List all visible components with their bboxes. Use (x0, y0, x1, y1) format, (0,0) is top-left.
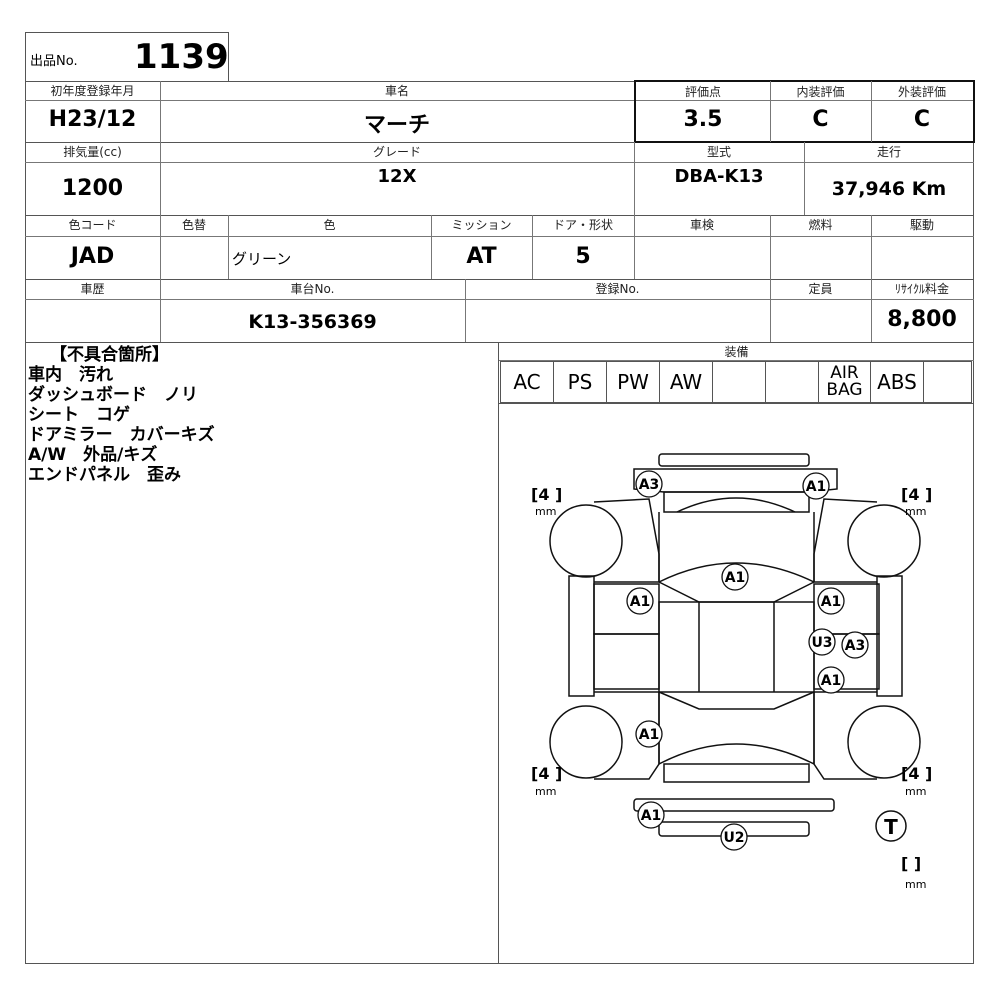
equip-blank (766, 362, 819, 402)
equip-abs: ABS (871, 362, 924, 402)
displacement-label: 排気量(cc) (63, 145, 122, 159)
tire-depth-fl: [4 ] (531, 485, 562, 504)
exterior-label: 外装評価 (897, 85, 946, 99)
unit-fl: mm (535, 505, 556, 518)
exterior-value: C (913, 107, 931, 132)
damage-mark: U2 (723, 830, 744, 846)
car-name-label: 車名 (384, 84, 409, 98)
damage-mark: U3 (811, 635, 832, 651)
car-name-value: マーチ (363, 113, 430, 138)
fuel-label: 燃料 (808, 218, 833, 232)
damage-mark: A3 (639, 477, 660, 493)
color-value: グリーン (232, 250, 292, 268)
defect-line: A/W 外品/キズ (28, 445, 158, 465)
door-label: ドア・形状 (552, 218, 613, 232)
equip-ac: AC (501, 362, 554, 402)
displacement-value: 1200 (61, 176, 124, 201)
color-label: 色 (323, 218, 336, 232)
interior-label: 内装評価 (796, 85, 845, 99)
equip-ps: PS (554, 362, 607, 402)
score-label: 評価点 (684, 85, 721, 99)
defect-line: シート コゲ (28, 405, 130, 425)
mission-value: AT (466, 244, 497, 269)
damage-mark: A1 (806, 479, 827, 495)
recycle-value: 8,800 (887, 307, 957, 332)
unit-spare: mm (905, 878, 926, 891)
door-value: 5 (575, 244, 591, 269)
defects-title: 【不具合箇所】 (50, 345, 169, 365)
history-label: 車歴 (80, 282, 105, 296)
car-diagram: [4 ] [4 ] [4 ] [4 ] [ ] mm mm mm mm mm T… (531, 453, 932, 891)
chassis-value: K13-356369 (248, 311, 377, 333)
reg-year-label: 初年度登録年月 (50, 84, 135, 98)
damage-mark: A1 (821, 673, 842, 689)
recycle-label: ﾘｻｲｸﾙ料金 (894, 282, 949, 296)
grade-label: グレード (372, 145, 421, 159)
score-value: 3.5 (683, 107, 723, 132)
mileage-label: 走行 (876, 145, 901, 159)
grade-value: 12X (377, 166, 417, 187)
unit-rl: mm (535, 785, 556, 798)
defect-line: ドアミラー カバーキズ (28, 425, 215, 445)
color-code-value: JAD (70, 244, 115, 269)
unit-rr: mm (905, 785, 926, 798)
tire-depth-rr: [4 ] (901, 764, 932, 783)
damage-mark: A1 (821, 594, 842, 610)
drive-label: 駆動 (909, 218, 934, 232)
tire-depth-fr: [4 ] (901, 485, 932, 504)
equip-blank (713, 362, 766, 402)
defect-line: エンドパネル 歪み (28, 465, 181, 485)
spare-tire-mark: T (884, 815, 898, 839)
damage-mark: A1 (639, 727, 660, 743)
lot-label: 出品No. (30, 54, 78, 69)
interior-value: C (812, 107, 829, 132)
damage-mark: A1 (630, 594, 651, 610)
lot-number: 1139 (134, 37, 229, 77)
damage-mark: A3 (845, 638, 866, 654)
color-code-label: 色コード (68, 218, 117, 232)
tire-depth-rl: [4 ] (531, 764, 562, 783)
model-label: 型式 (706, 145, 731, 159)
equip-blank (924, 362, 971, 402)
defect-line: ダッシュボード ノリ (28, 385, 198, 405)
capacity-label: 定員 (808, 282, 833, 296)
lot-box: 出品No. 1139 (25, 32, 229, 82)
damage-mark: A1 (641, 808, 662, 824)
equip-aw: AW (660, 362, 713, 402)
equipment-label: 装備 (724, 345, 749, 359)
unit-fr: mm (905, 505, 926, 518)
damage-mark: A1 (725, 570, 746, 586)
defect-line: 車内 汚れ (28, 365, 113, 385)
sheet-border (25, 81, 974, 964)
reg-year-value: H23/12 (48, 107, 137, 132)
model-value: DBA-K13 (674, 166, 764, 187)
inspection-label: 車検 (689, 218, 714, 232)
tire-depth-spare: [ ] (901, 854, 921, 873)
registration-label: 登録No. (595, 282, 640, 296)
repaint-label: 色替 (181, 218, 206, 232)
mileage-value: 37,946 Km (831, 178, 947, 200)
defects-section: 【不具合箇所】 車内 汚れ ダッシュボード ノリ シート コゲ ドアミラー カバ… (28, 345, 493, 485)
chassis-label: 車台No. (290, 282, 335, 296)
equip-pw: PW (607, 362, 660, 402)
mission-label: ミッション (451, 218, 512, 232)
